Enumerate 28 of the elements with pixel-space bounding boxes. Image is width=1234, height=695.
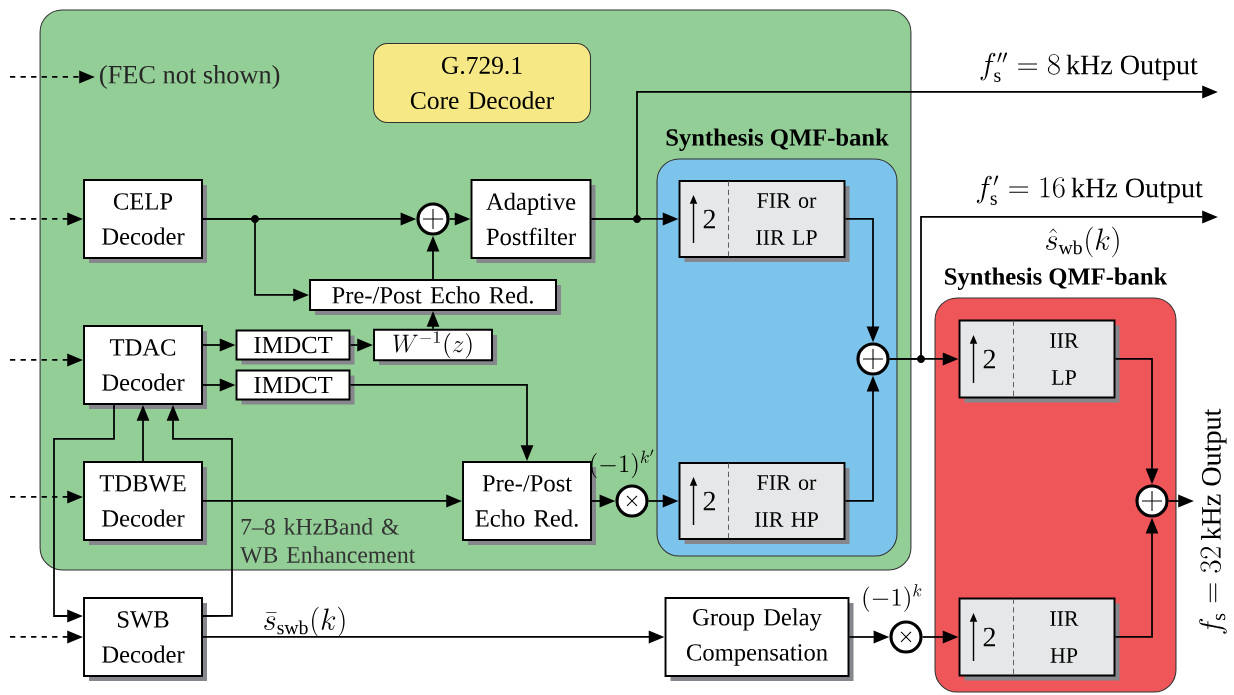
edge-label: $f_{\mathrm{s}}' = 16\,\mathrm{kHz}\ \mathrm{Output}$ (976, 175, 1203, 205)
factor-label: $(-1)^{k}$ (863, 584, 922, 612)
process-box: TDAC Decoder (83, 325, 207, 409)
sum-circle (416, 202, 450, 236)
filter-box: 2 IIR LP (958, 319, 1120, 403)
process-box: Group Delay Compensation (664, 597, 854, 681)
process-box: TDBWE Decoder (83, 461, 207, 545)
filter-box: 2 FIR or IIR HP (678, 462, 850, 544)
process-box: Adaptive Postfilter (470, 179, 596, 263)
process-box: IMDCT (235, 329, 355, 365)
panel-heading: Synthesis QMF-bank (666, 128, 889, 151)
edge-label: $\bar{s}_{\mathrm{swb}}(k)$ (264, 606, 345, 638)
edge-label: $f_{\mathrm{s}} = 32\,\mathrm{kHz}\ \mathrm{Output}$ (1199, 408, 1227, 634)
process-box: $W^{-1}(z)$ (373, 328, 497, 365)
process-box: CELP Decoder (83, 179, 207, 263)
note-text: (FEC not shown) (100, 65, 280, 89)
process-box: IMDCT (235, 369, 355, 405)
edge-label: 7–8 kHzBand & WB Enhancement (240, 518, 416, 564)
process-box: SWB Decoder (83, 597, 207, 681)
sum-circle (1135, 484, 1169, 518)
title-box: G.729.1 Core Decoder (373, 42, 591, 123)
process-box: Pre-/Post Echo Red. (309, 279, 561, 315)
filter-box: 2 FIR or IIR LP (678, 180, 850, 262)
panel-heading: Synthesis QMF-bank (945, 267, 1168, 290)
edge-label: $f_{\mathrm{s}}'' = 8\,\mathrm{kHz}\ \mathrm{Output}$ (980, 52, 1198, 82)
signal-label: $\hat{s}_{\mathrm{wb}}(k)$ (1046, 226, 1119, 258)
filter-box: 2 IIR HP (958, 597, 1120, 681)
sum-circle (856, 342, 890, 376)
